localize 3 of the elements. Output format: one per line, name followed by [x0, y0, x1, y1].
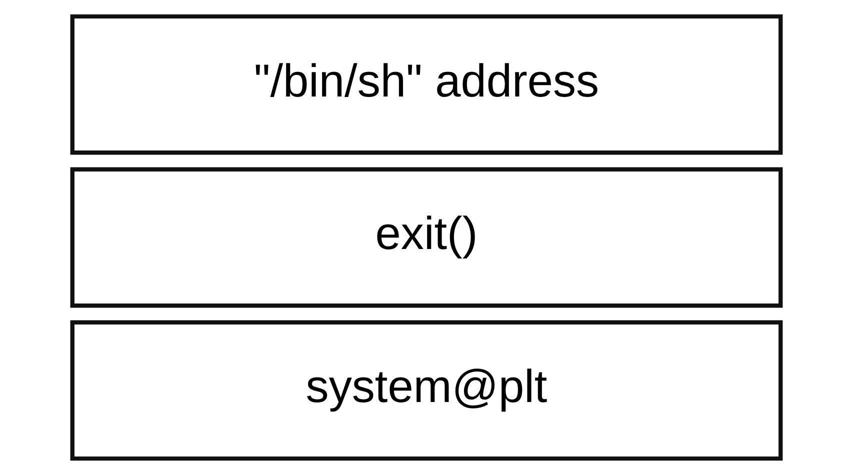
node-box: exit() [70, 167, 783, 308]
node-box: "/bin/sh" address [70, 14, 783, 155]
node-box: system@plt [70, 320, 783, 461]
